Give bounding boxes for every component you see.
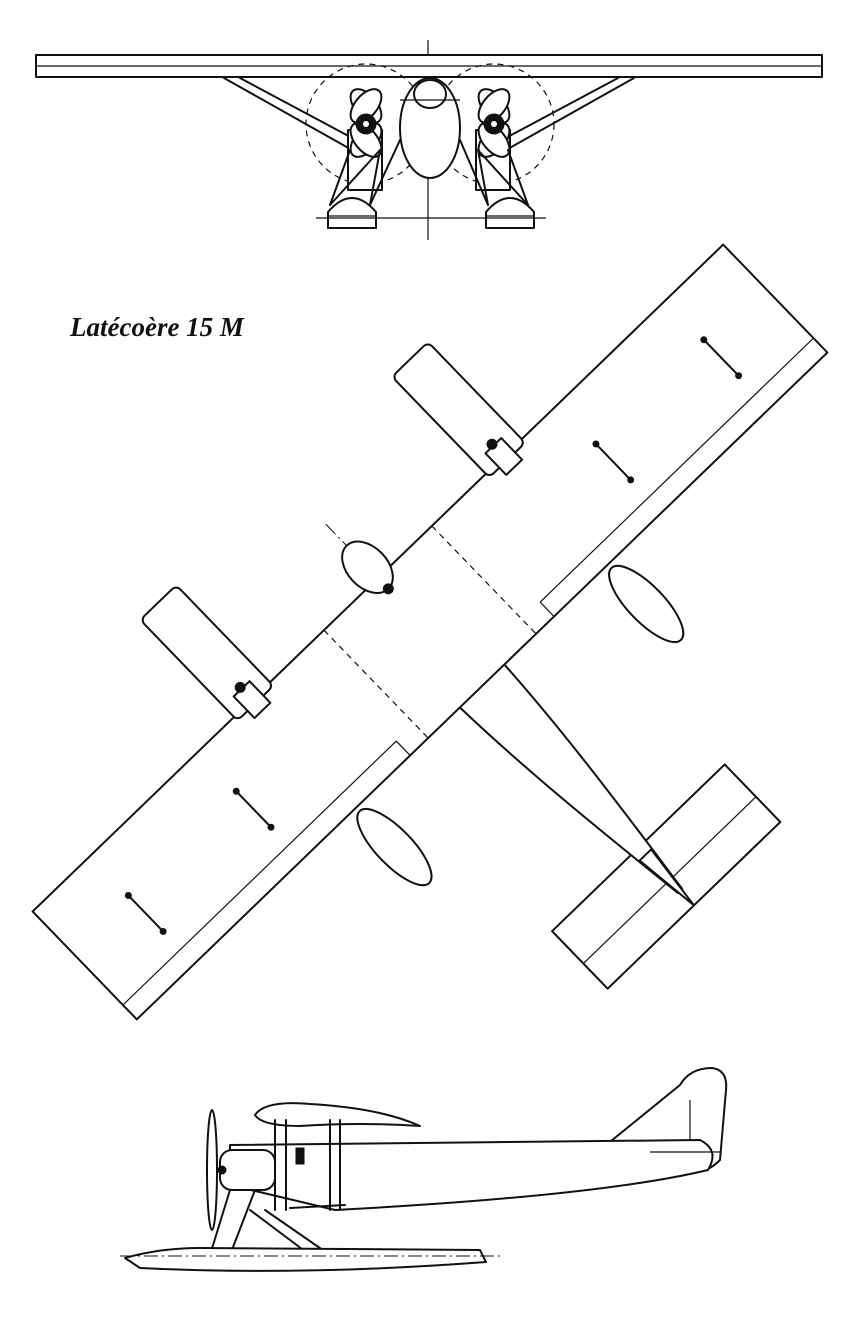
right-float-front (485, 197, 535, 229)
wing-center-section-right (431, 525, 537, 635)
wing-center-section-left (323, 629, 429, 739)
front-float-struts (329, 139, 529, 206)
side-view (120, 1067, 728, 1272)
aircraft-title: Latécoère 15 M (70, 312, 244, 342)
plan-view (31, 243, 829, 1021)
plan-control-horns (124, 336, 743, 935)
side-wing-section (254, 1102, 421, 1127)
front-view (35, 40, 823, 240)
plan-nose-hub (382, 583, 394, 595)
plan-left-engine (232, 680, 433, 887)
right-aileron-line (539, 337, 814, 603)
side-fitting (295, 1147, 305, 1165)
front-cockpit (413, 79, 447, 109)
side-propeller (206, 1109, 218, 1231)
front-fuselage (399, 77, 461, 179)
front-wing-struts (223, 77, 635, 151)
side-struts (209, 1119, 346, 1256)
left-aileron-line (122, 740, 397, 1006)
plan-rudder (638, 848, 695, 907)
plan-right-engine (484, 437, 685, 644)
left-float-front (327, 197, 377, 229)
side-engine (219, 1149, 276, 1191)
right-engine-front (475, 88, 511, 191)
left-engine-front (347, 88, 383, 191)
side-float (124, 1247, 487, 1272)
